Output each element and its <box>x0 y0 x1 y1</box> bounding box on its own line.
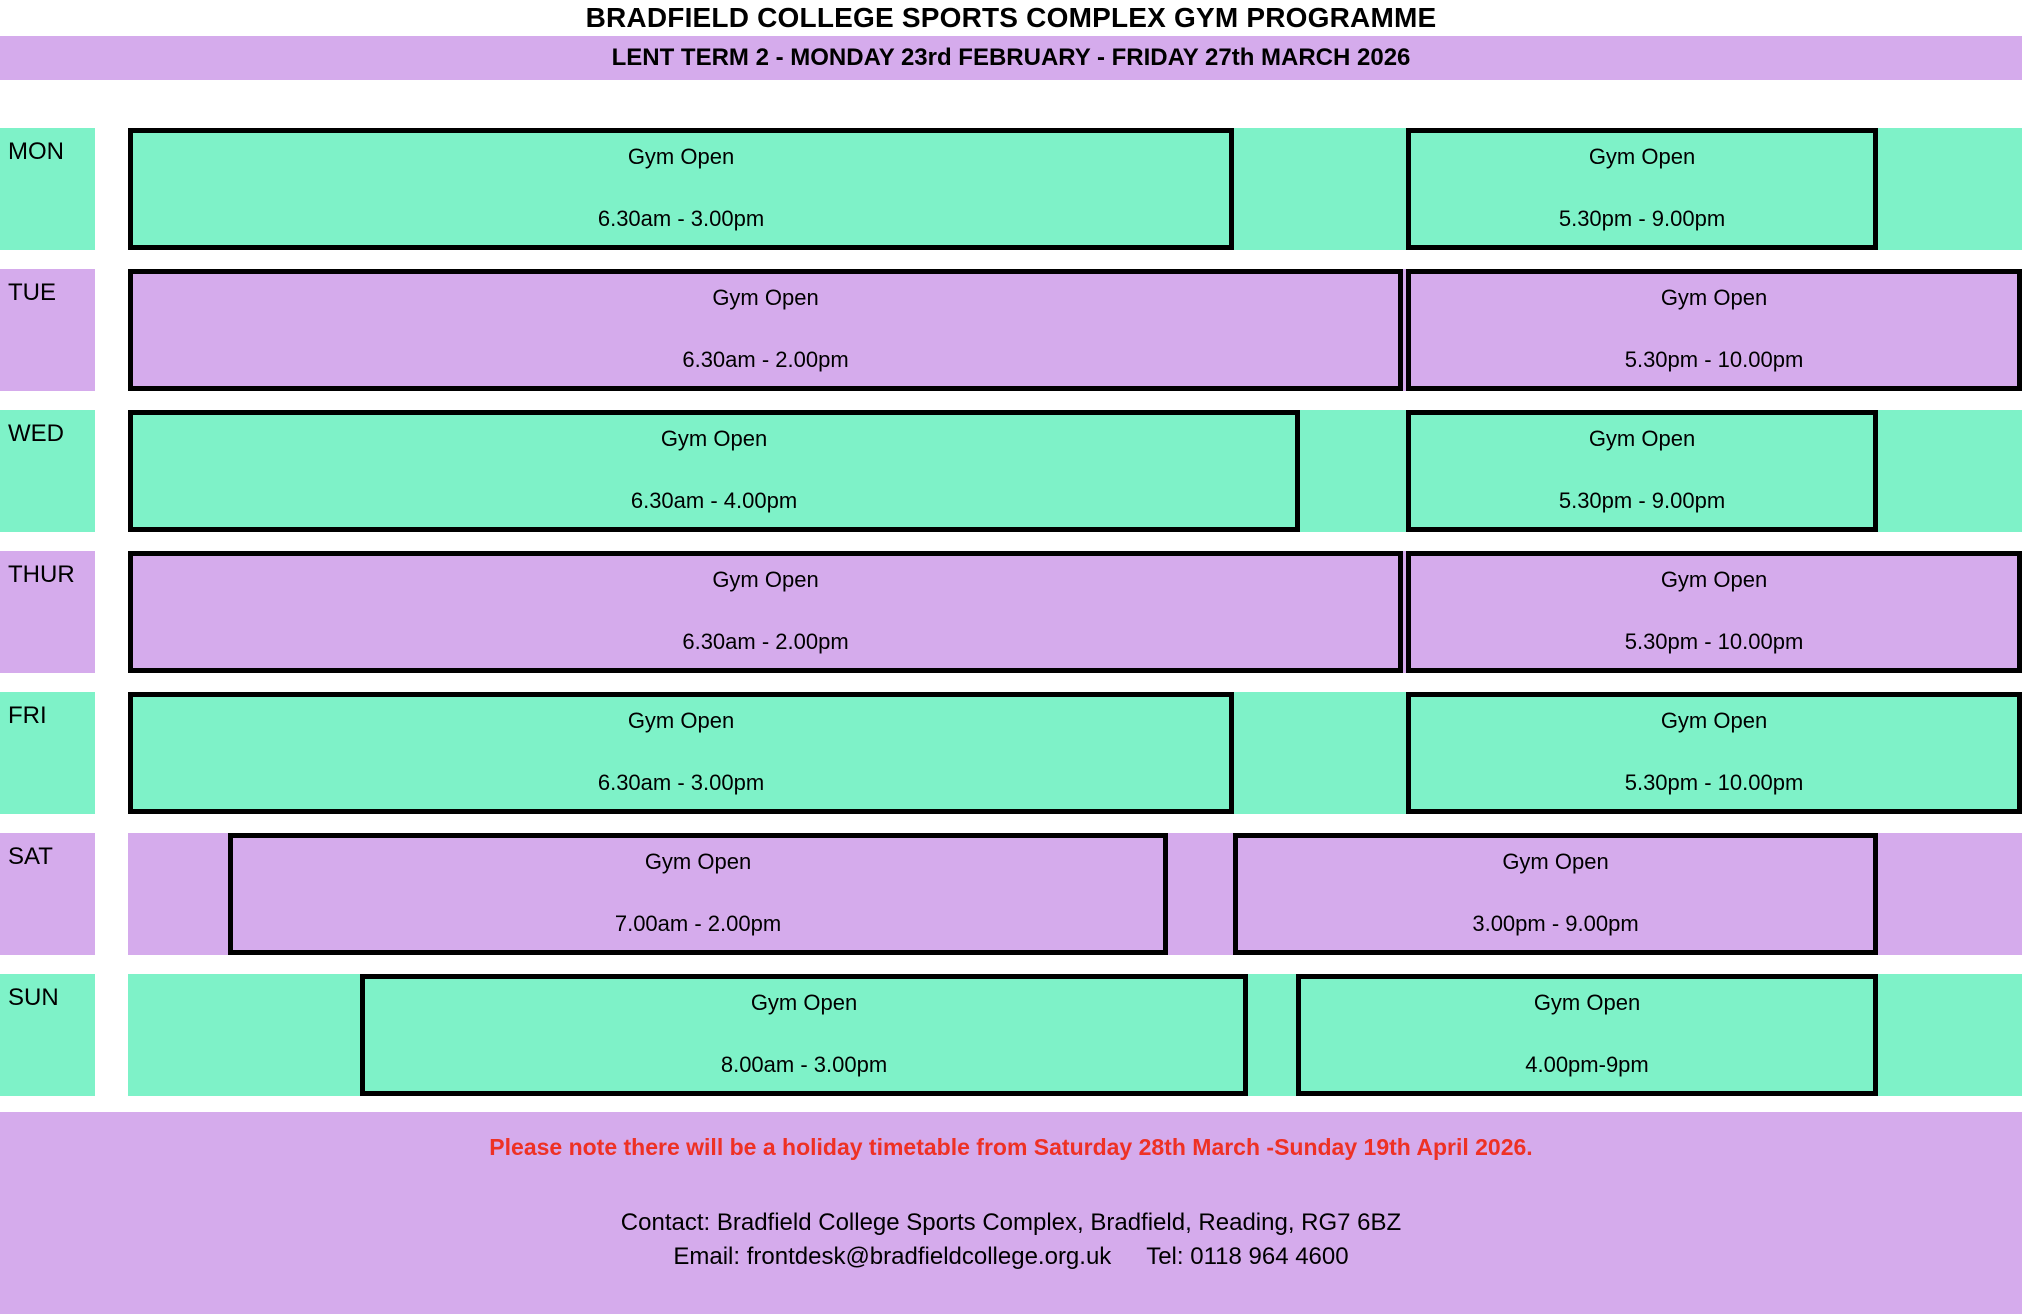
session-block[interactable]: Gym Open 4.00pm-9pm <box>1296 974 1878 1096</box>
session-title: Gym Open <box>1588 426 1696 451</box>
term-banner-text: LENT TERM 2 - MONDAY 23rd FEBRUARY - FRI… <box>611 44 1411 71</box>
session-time: 5.30pm - 10.00pm <box>1624 628 1804 654</box>
session-block[interactable]: Gym Open 6.30am - 2.00pm <box>128 551 1403 673</box>
contact-email-tel: Email: frontdesk@bradfieldcollege.org.uk… <box>0 1240 2022 1275</box>
session-block[interactable]: Gym Open 6.30am - 3.00pm <box>128 692 1234 814</box>
session-block[interactable]: Gym Open 6.30am - 2.00pm <box>128 269 1403 391</box>
session-time: 6.30am - 3.00pm <box>597 769 765 795</box>
session-title: Gym Open <box>1660 567 1768 592</box>
session-time: 4.00pm-9pm <box>1525 1051 1649 1077</box>
session-time: 5.30pm - 9.00pm <box>1558 487 1726 513</box>
session-title: Gym Open <box>1588 144 1696 169</box>
day-row: THUR Gym Open 6.30am - 2.00pm Gym Open 5.30p… <box>0 551 2022 673</box>
page-title: BRADFIELD COLLEGE SPORTS COMPLEX GYM PRO… <box>585 2 1437 33</box>
day-label-wed: WED <box>0 410 95 532</box>
session-time: 6.30am - 3.00pm <box>597 205 765 231</box>
session-time: 7.00am - 2.00pm <box>614 910 782 936</box>
term-banner: LENT TERM 2 - MONDAY 23rd FEBRUARY - FRI… <box>0 36 2022 80</box>
day-label-sat: SAT <box>0 833 95 955</box>
day-row: FRI Gym Open 6.30am - 3.00pm Gym Open 5.30pm… <box>0 692 2022 814</box>
session-title: Gym Open <box>750 990 858 1015</box>
session-time: 5.30pm - 10.00pm <box>1624 769 1804 795</box>
day-label-mon: MON <box>0 128 95 250</box>
session-block[interactable]: Gym Open 3.00pm - 9.00pm <box>1233 833 1878 955</box>
session-block[interactable]: Gym Open 6.30am - 4.00pm <box>128 410 1300 532</box>
session-block[interactable]: Gym Open 7.00am - 2.00pm <box>228 833 1168 955</box>
session-block[interactable]: Gym Open 5.30pm - 10.00pm <box>1406 269 2022 391</box>
day-label-fri: FRI <box>0 692 95 814</box>
session-block[interactable]: Gym Open 8.00am - 3.00pm <box>360 974 1248 1096</box>
day-row: MON Gym Open 6.30am - 3.00pm Gym Open 5.30pm… <box>0 128 2022 250</box>
day-row: TUE Gym Open 6.30am - 2.00pm Gym Open 5.30pm… <box>0 269 2022 391</box>
session-title: Gym Open <box>1502 849 1609 874</box>
contact-email: Email: frontdesk@bradfieldcollege.org.uk <box>673 1243 1112 1271</box>
session-title: Gym Open <box>712 285 819 310</box>
session-block[interactable]: Gym Open 5.30pm - 10.00pm <box>1406 692 2022 814</box>
contact-telephone: Tel: 0118 964 4600 <box>1146 1243 1349 1271</box>
session-time: 6.30am - 2.00pm <box>682 628 849 654</box>
session-block[interactable]: Gym Open 5.30pm - 10.00pm <box>1406 551 2022 673</box>
session-title: Gym Open <box>712 567 819 592</box>
session-title: Gym Open <box>660 426 768 451</box>
session-block[interactable]: Gym Open 6.30am - 3.00pm <box>128 128 1234 250</box>
holiday-notice: Please note there will be a holiday time… <box>489 1134 1533 1160</box>
footer-panel: Please note there will be a holiday time… <box>0 1112 2022 1314</box>
session-time: 5.30pm - 9.00pm <box>1558 205 1726 231</box>
day-label-thur: THUR <box>0 551 95 673</box>
session-time: 6.30am - 4.00pm <box>630 487 798 513</box>
contact-address: Contact: Bradfield College Sports Comple… <box>620 1208 1402 1236</box>
session-time: 5.30pm - 10.00pm <box>1624 346 1804 372</box>
session-block[interactable]: Gym Open 5.30pm - 9.00pm <box>1406 410 1878 532</box>
session-title: Gym Open <box>1533 990 1641 1015</box>
session-title: Gym Open <box>1660 708 1768 733</box>
session-title: Gym Open <box>1660 285 1768 310</box>
session-time: 8.00am - 3.00pm <box>720 1051 888 1077</box>
day-label-sun: SUN <box>0 974 95 1096</box>
session-title: Gym Open <box>644 849 752 874</box>
day-row: WED Gym Open 6.30am - 4.00pm Gym Open 5.30pm… <box>0 410 2022 532</box>
session-title: Gym Open <box>627 708 735 733</box>
session-time: 6.30am - 2.00pm <box>682 346 849 372</box>
session-title: Gym Open <box>627 144 735 169</box>
day-row: SAT Gym Open 7.00am - 2.00pm Gym Open 3.00pm… <box>0 833 2022 955</box>
day-row: SUN Gym Open 8.00am - 3.00pm Gym Open 4.00pm… <box>0 974 2022 1096</box>
session-block[interactable]: Gym Open 5.30pm - 9.00pm <box>1406 128 1878 250</box>
session-time: 3.00pm - 9.00pm <box>1472 910 1639 936</box>
day-label-tue: TUE <box>0 269 95 391</box>
